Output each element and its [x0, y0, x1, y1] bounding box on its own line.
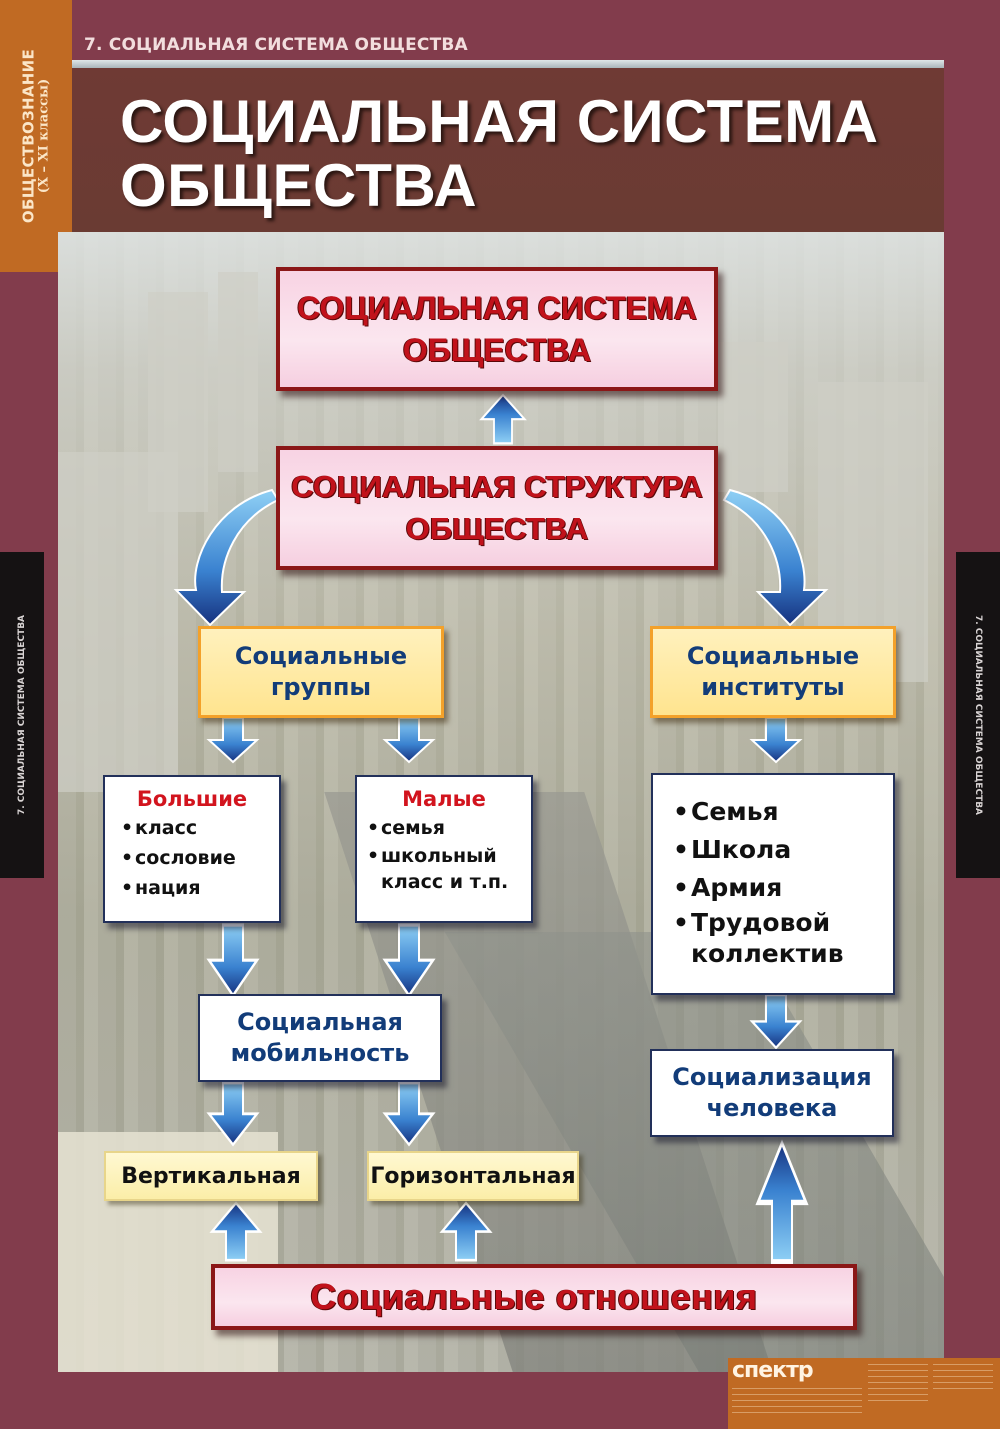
header-divider — [72, 60, 944, 68]
box-large-groups: Большие класс сословие нация — [103, 775, 281, 923]
box-horizontal-mobility: Горизонтальная — [367, 1151, 579, 1201]
list-item: Армия — [673, 869, 893, 907]
box-social-groups: Социальные группы — [198, 626, 444, 718]
side-tab-left-text: 7. СОЦИАЛЬНАЯ СИСТЕМА ОБЩЕСТВА — [17, 614, 27, 816]
list-item: сословие — [121, 843, 279, 873]
list-item: Школа — [673, 831, 893, 869]
large-groups-heading: Большие — [136, 787, 248, 811]
poster-title-line1: СОЦИАЛЬНАЯ СИСТЕМА — [120, 88, 879, 155]
list-item: класс — [121, 813, 279, 843]
box-horizontal-mobility-label: Горизонтальная — [370, 1163, 576, 1189]
list-item: Трудовой коллектив — [673, 907, 893, 969]
list-item: нация — [121, 873, 279, 903]
box-social-groups-line2: группы — [270, 673, 372, 701]
poster-title-line2: ОБЩЕСТВА — [120, 152, 478, 219]
list-item: школьный класс и т.п. — [367, 843, 531, 895]
side-tab-left: 7. СОЦИАЛЬНАЯ СИСТЕМА ОБЩЕСТВА — [0, 552, 44, 878]
box-social-mobility: Социальная мобильность — [198, 994, 442, 1082]
poster-caption: 7. СОЦИАЛЬНАЯ СИСТЕМА ОБЩЕСТВА — [84, 35, 468, 55]
publisher-imprint: спектр — [728, 1358, 1000, 1429]
poster-title: СОЦИАЛЬНАЯ СИСТЕМА ОБЩЕСТВА — [120, 90, 878, 218]
box-vertical-mobility-label: Вертикальная — [121, 1163, 301, 1189]
subject-label: ОБЩЕСТВОЗНАНИЕ (X – XI классы) — [19, 48, 52, 224]
subject-name: ОБЩЕСТВОЗНАНИЕ — [19, 48, 38, 224]
box-social-institutes-line1: Социальные — [686, 642, 860, 670]
subject-strip: ОБЩЕСТВОЗНАНИЕ (X – XI классы) — [0, 0, 72, 272]
box-social-system-line2: ОБЩЕСТВА — [402, 332, 592, 368]
grade-label: (X – XI классы) — [36, 78, 52, 194]
box-institutes-list: Семья Школа Армия Трудовой коллектив — [651, 773, 895, 995]
box-social-system-line1: СОЦИАЛЬНАЯ СИСТЕМА — [297, 290, 697, 326]
box-social-relations-label: Социальные отношения — [310, 1276, 758, 1317]
box-social-groups-line1: Социальные — [234, 642, 408, 670]
side-tab-right: 7. СОЦИАЛЬНАЯ СИСТЕМА ОБЩЕСТВА — [956, 552, 1000, 878]
box-social-structure-line1: СОЦИАЛЬНАЯ СТРУКТУРА — [291, 469, 703, 504]
box-social-mobility-line1: Социальная — [237, 1008, 403, 1036]
box-social-structure-line2: ОБЩЕСТВА — [405, 511, 589, 546]
publisher-logo: спектр — [732, 1358, 814, 1383]
list-item: Семья — [673, 793, 893, 831]
box-small-groups: Малые семья школьный класс и т.п. — [355, 775, 533, 923]
small-groups-heading: Малые — [402, 787, 486, 811]
title-panel: СОЦИАЛЬНАЯ СИСТЕМА ОБЩЕСТВА — [72, 68, 944, 232]
box-social-structure: СОЦИАЛЬНАЯ СТРУКТУРА ОБЩЕСТВА — [276, 446, 718, 570]
box-social-system: СОЦИАЛЬНАЯ СИСТЕМА ОБЩЕСТВА — [276, 267, 718, 391]
box-social-institutes-line2: институты — [701, 673, 845, 701]
box-socialization-line2: человека — [706, 1094, 838, 1122]
box-socialization: Социализация человека — [650, 1049, 894, 1137]
box-vertical-mobility: Вертикальная — [104, 1151, 318, 1201]
side-tab-right-text: 7. СОЦИАЛЬНАЯ СИСТЕМА ОБЩЕСТВА — [973, 614, 983, 816]
box-social-mobility-line2: мобильность — [230, 1039, 410, 1067]
box-social-institutes: Социальные институты — [650, 626, 896, 718]
list-item: семья — [367, 813, 531, 843]
box-social-relations: Социальные отношения — [211, 1264, 857, 1330]
box-socialization-line1: Социализация — [672, 1063, 872, 1091]
